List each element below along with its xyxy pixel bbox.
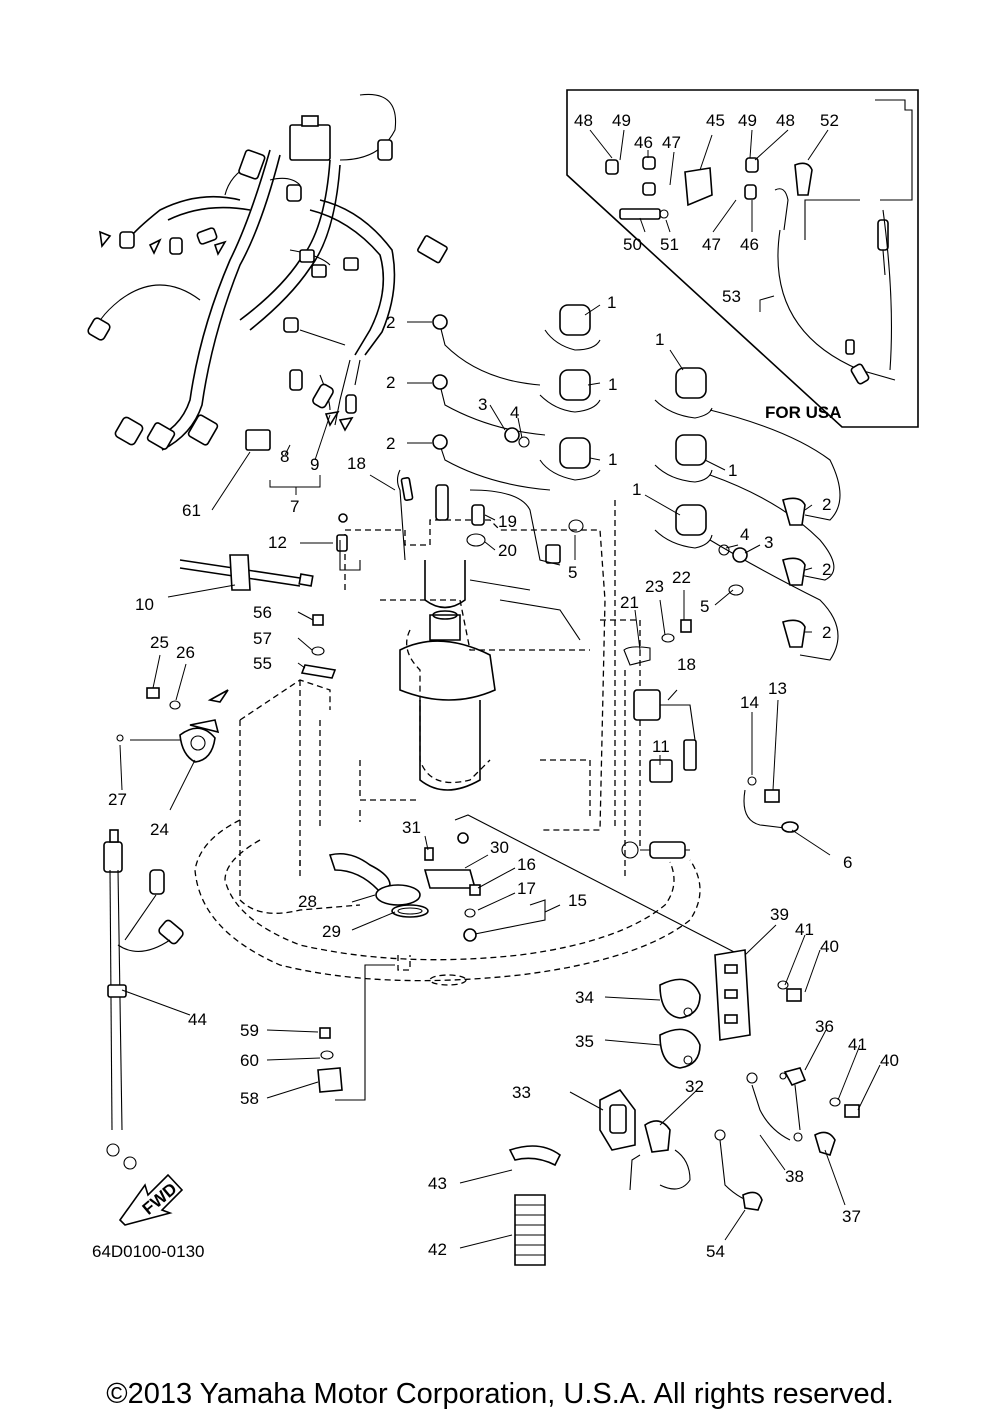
callout-7: 7 xyxy=(290,497,299,516)
callout-2: 2 xyxy=(386,434,395,453)
callout-23: 23 xyxy=(645,577,664,596)
callout-2: 2 xyxy=(386,313,395,332)
callout-37: 37 xyxy=(842,1207,861,1226)
callout-51: 51 xyxy=(660,235,679,254)
callout-59: 59 xyxy=(240,1021,259,1040)
callout-43: 43 xyxy=(428,1174,447,1193)
callout-30: 30 xyxy=(490,838,509,857)
figure-code: 64D0100-0130 xyxy=(92,1242,204,1261)
callout-55: 55 xyxy=(253,654,272,673)
engine-block xyxy=(239,500,641,914)
callout-39: 39 xyxy=(770,905,789,924)
callout-27: 27 xyxy=(108,790,127,809)
callout-12: 12 xyxy=(268,533,287,552)
fwd-arrow-icon: FWD xyxy=(118,1173,184,1226)
callout-22: 22 xyxy=(672,568,691,587)
callout-1: 1 xyxy=(632,480,641,499)
callout-61: 61 xyxy=(182,501,201,520)
callout-15: 15 xyxy=(568,891,587,910)
leader-lines xyxy=(119,129,881,1249)
callout-10: 10 xyxy=(135,595,154,614)
callout-4: 4 xyxy=(510,403,519,422)
callout-labels: 1 1 1 1 1 1 2 2 2 2 2 2 3 3 4 4 5 5 6 7 … xyxy=(108,111,899,1261)
callout-32: 32 xyxy=(685,1077,704,1096)
callout-2: 2 xyxy=(386,373,395,392)
callout-9: 9 xyxy=(310,455,319,474)
callout-1: 1 xyxy=(608,375,617,394)
callout-19: 19 xyxy=(498,512,517,531)
callout-40: 40 xyxy=(880,1051,899,1070)
callout-49: 49 xyxy=(612,111,631,130)
callout-13: 13 xyxy=(768,679,787,698)
callout-18: 18 xyxy=(677,655,696,674)
callout-54: 54 xyxy=(706,1242,725,1261)
callout-24: 24 xyxy=(150,820,169,839)
copyright-notice: ©2013 Yamaha Motor Corporation, U.S.A. A… xyxy=(106,1378,894,1410)
ignition-coils xyxy=(432,304,841,661)
callout-52: 52 xyxy=(820,111,839,130)
callout-53: 53 xyxy=(722,287,741,306)
callout-8: 8 xyxy=(280,447,289,466)
callout-26: 26 xyxy=(176,643,195,662)
callout-49: 49 xyxy=(738,111,757,130)
callout-45: 45 xyxy=(706,111,725,130)
wiring-harness xyxy=(87,93,448,451)
callout-46: 46 xyxy=(740,235,759,254)
callout-56: 56 xyxy=(253,603,272,622)
callout-60: 60 xyxy=(240,1051,259,1070)
callout-1: 1 xyxy=(608,450,617,469)
usa-inset-caption: FOR USA xyxy=(765,403,842,422)
callout-29: 29 xyxy=(322,922,341,941)
callout-48: 48 xyxy=(776,111,795,130)
callout-1: 1 xyxy=(728,461,737,480)
callout-33: 33 xyxy=(512,1083,531,1102)
usa-inset-frame xyxy=(566,89,919,428)
callout-18: 18 xyxy=(347,454,366,473)
callout-41: 41 xyxy=(848,1035,867,1054)
callout-17: 17 xyxy=(517,879,536,898)
callout-4: 4 xyxy=(740,525,749,544)
callout-40: 40 xyxy=(820,937,839,956)
callout-57: 57 xyxy=(253,629,272,648)
callout-3: 3 xyxy=(764,533,773,552)
callout-34: 34 xyxy=(575,988,594,1007)
callout-44: 44 xyxy=(188,1010,207,1029)
callout-36: 36 xyxy=(815,1017,834,1036)
callout-2: 2 xyxy=(822,623,831,642)
callout-31: 31 xyxy=(402,818,421,837)
callout-50: 50 xyxy=(623,235,642,254)
callout-28: 28 xyxy=(298,892,317,911)
callout-2: 2 xyxy=(822,495,831,514)
callout-35: 35 xyxy=(575,1032,594,1051)
callout-25: 25 xyxy=(150,633,169,652)
callout-47: 47 xyxy=(662,133,681,152)
callout-3: 3 xyxy=(478,395,487,414)
callout-46: 46 xyxy=(634,133,653,152)
callout-14: 14 xyxy=(740,693,759,712)
callout-1: 1 xyxy=(655,330,664,349)
callout-47: 47 xyxy=(702,235,721,254)
callout-2: 2 xyxy=(822,560,831,579)
lower-harness xyxy=(103,814,741,1170)
callout-21: 21 xyxy=(620,593,639,612)
callout-48: 48 xyxy=(574,111,593,130)
relay-bracket xyxy=(508,949,860,1266)
callout-41: 41 xyxy=(795,920,814,939)
usa-inset-parts xyxy=(605,99,913,385)
callout-42: 42 xyxy=(428,1240,447,1259)
callout-58: 58 xyxy=(240,1089,259,1108)
callout-5: 5 xyxy=(568,563,577,582)
callout-16: 16 xyxy=(517,855,536,874)
bottom-cowling xyxy=(194,810,701,986)
callout-5: 5 xyxy=(700,597,709,616)
callout-11: 11 xyxy=(652,737,670,756)
callout-38: 38 xyxy=(785,1167,804,1186)
small-parts xyxy=(116,469,799,859)
callout-20: 20 xyxy=(498,541,517,560)
callout-6: 6 xyxy=(843,853,852,872)
callout-1: 1 xyxy=(607,293,616,312)
